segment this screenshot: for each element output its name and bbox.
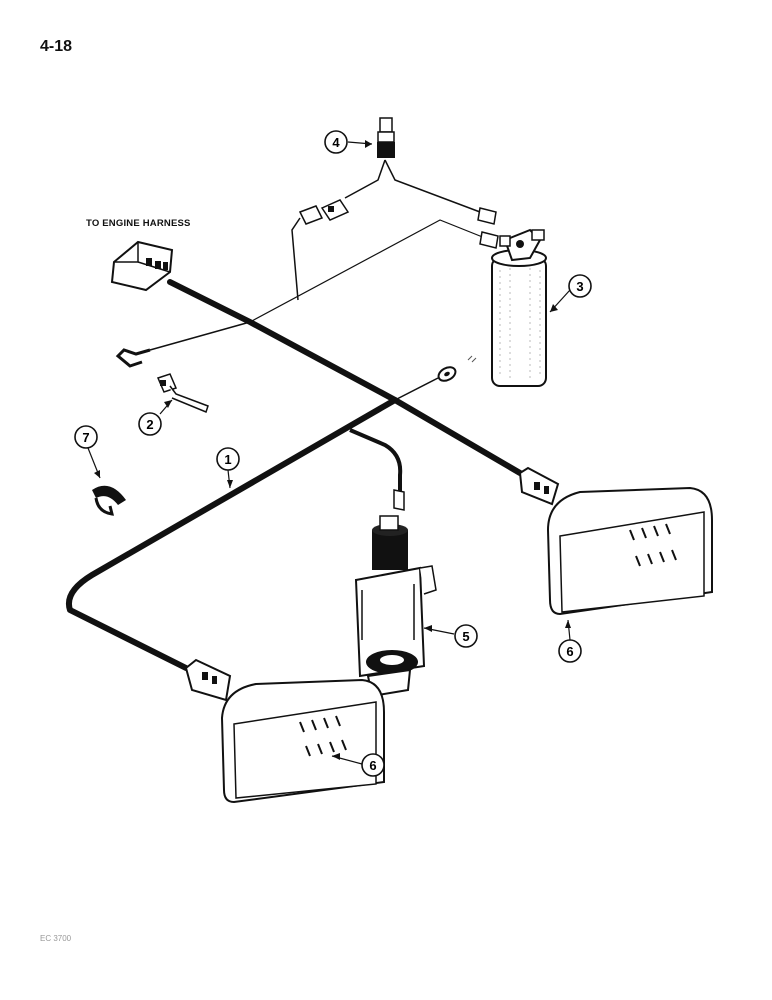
ring-terminal — [437, 355, 477, 382]
callout-2: 2 — [138, 399, 173, 436]
cable-clip — [92, 485, 126, 516]
callout-3-label: 3 — [576, 279, 583, 294]
main-harness-cable — [167, 279, 523, 476]
switch-lead-left — [344, 159, 386, 199]
callout-4: 4 — [324, 130, 373, 154]
left-light-connector — [184, 658, 232, 702]
callout-5: 5 — [423, 624, 478, 648]
footer-code: EC 3700 — [40, 934, 72, 943]
receiver-drier — [491, 228, 547, 387]
callout-7-label: 7 — [82, 430, 89, 445]
drier-connector-pair — [477, 207, 499, 249]
callout-6-left: 6 — [331, 753, 385, 777]
switch — [377, 117, 395, 158]
callout-1: 1 — [216, 447, 240, 489]
horn — [354, 489, 437, 698]
switch-connector-pair — [298, 199, 350, 225]
left-light-harness-cable — [66, 397, 398, 671]
temperature-sender — [156, 373, 209, 413]
callout-4-label: 4 — [332, 135, 340, 150]
switch-lead-right — [384, 159, 481, 213]
callout-5-label: 5 — [462, 629, 469, 644]
callout-1-label: 1 — [224, 452, 231, 467]
ground-wire — [394, 377, 439, 401]
horn-branch-cable — [349, 428, 403, 492]
page-number: 4-18 — [40, 38, 73, 55]
work-light-right — [546, 486, 713, 616]
to-engine-harness-label: TO ENGINE HARNESS — [86, 218, 191, 229]
callout-6-left-label: 6 — [369, 758, 376, 773]
drier-feed-wire — [249, 219, 491, 323]
sender-elbow — [115, 348, 151, 368]
work-light-left — [220, 678, 385, 804]
callout-6-right: 6 — [558, 619, 582, 663]
callout-7: 7 — [74, 425, 101, 479]
callout-2-label: 2 — [146, 417, 153, 432]
engine-harness-connector — [110, 240, 174, 292]
callout-3: 3 — [549, 274, 592, 313]
sender-wire — [149, 321, 251, 351]
right-light-connector — [518, 466, 560, 506]
callout-6-right-label: 6 — [566, 644, 573, 659]
switch-feed-wire — [291, 217, 301, 301]
